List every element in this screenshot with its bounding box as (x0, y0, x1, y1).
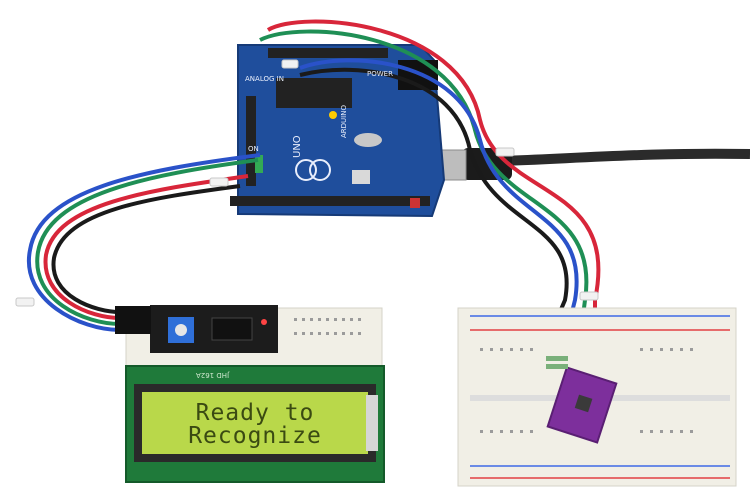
wire-black-sensor (299, 67, 569, 341)
wire-green-lcd (35, 158, 259, 326)
wire-blue-sensor (299, 58, 579, 341)
lcd-line-1: Ready to (195, 400, 315, 426)
lcd-module (125, 365, 385, 483)
resistors (546, 356, 568, 369)
wire-red-lcd (43, 174, 249, 320)
i2c-adapter (115, 305, 278, 353)
lcd-model-label: JHD 162A (196, 371, 230, 379)
wire-red-sensor (266, 19, 601, 340)
lcd-line-2: Recognize (188, 423, 322, 449)
arduino-brand-label: ARDUINO (340, 105, 348, 138)
arduino-power-label: POWER (367, 70, 393, 78)
arduino-model-label: UNO (292, 135, 303, 158)
wire-blue-lcd (26, 153, 261, 332)
wire-black-lcd (51, 184, 241, 314)
arduino-on-label: ON (248, 145, 259, 153)
arduino-analog-label: ANALOG IN (245, 75, 284, 83)
sensor-module (546, 366, 618, 444)
